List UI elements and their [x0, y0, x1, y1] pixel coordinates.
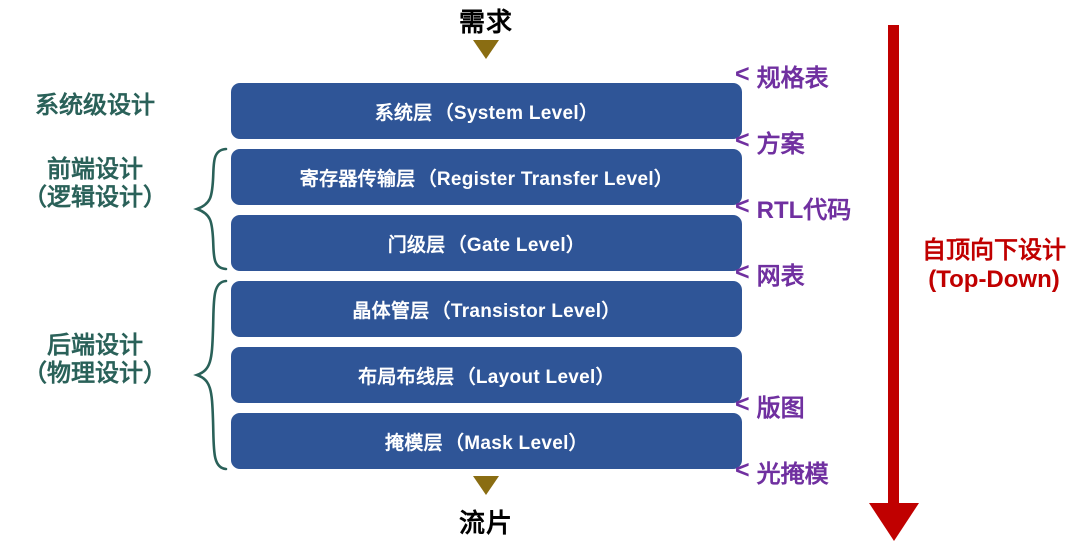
layer-label-cn: 门级层	[387, 234, 446, 256]
layer-box-layout[interactable]: 布局布线层 （Layout Level）	[231, 347, 742, 403]
output-label-text: 网表	[756, 263, 805, 290]
output-label-scheme: < 方案	[735, 124, 805, 159]
stage-label-line1: 后端设计	[47, 332, 143, 359]
layer-label-en: （Layout Level）	[456, 366, 615, 388]
stage-label-line2: （物理设计）	[23, 359, 167, 387]
output-label-text: 方案	[756, 131, 805, 158]
layer-box-transistor[interactable]: 晶体管层 （Transistor Level）	[231, 281, 742, 337]
top-down-caption-en: (Top-Down)	[928, 265, 1060, 293]
layer-label-cn: 布局布线层	[358, 366, 455, 388]
top-down-caption-cn: 自顶向下设计	[922, 237, 1066, 264]
layer-box-rtl[interactable]: 寄存器传输层 （Register Transfer Level）	[231, 149, 742, 205]
layer-label-en: （Transistor Level）	[431, 300, 621, 322]
stage-label-backend: 后端设计 （物理设计）	[0, 332, 190, 388]
layer-label-en: （Gate Level）	[447, 234, 586, 256]
stage-label-frontend: 前端设计 （逻辑设计）	[0, 156, 190, 212]
flow-caption-top: 需求	[458, 7, 513, 37]
layer-box-system[interactable]: 系统层 （System Level）	[231, 83, 742, 139]
stage-label-line1: 系统级设计	[35, 92, 155, 119]
arrow-down-icon	[869, 503, 919, 541]
layer-label-en: （Register Transfer Level）	[417, 168, 674, 190]
output-label-text: 光掩模	[756, 461, 829, 488]
top-down-arrow-shaft	[888, 25, 899, 515]
layer-label-cn: 寄存器传输层	[299, 168, 416, 190]
chevron-left-icon: <	[735, 390, 750, 418]
chevron-left-icon: <	[735, 456, 750, 484]
stage-label-line1: 前端设计	[47, 156, 143, 183]
output-label-text: RTL代码	[756, 197, 852, 224]
stage-label-line2: （逻辑设计）	[23, 183, 167, 211]
output-label-photomask: < 光掩模	[735, 454, 829, 489]
brace-backend	[193, 279, 228, 471]
layer-box-mask[interactable]: 掩模层 （Mask Level）	[231, 413, 742, 469]
flow-caption-bottom: 流片	[458, 508, 513, 538]
stage-label-system-level: 系统级设计	[0, 92, 190, 120]
output-label-rtl-code: < RTL代码	[735, 190, 851, 225]
layer-box-gate[interactable]: 门级层 （Gate Level）	[231, 215, 742, 271]
layer-label-cn: 系统层	[374, 102, 433, 124]
layer-label-cn: 晶体管层	[352, 300, 430, 322]
triangle-down-icon-top	[473, 40, 499, 59]
output-label-layout: < 版图	[735, 388, 805, 423]
layer-label-en: （Mask Level）	[444, 432, 588, 454]
top-down-caption: 自顶向下设计 (Top-Down)	[908, 237, 1080, 295]
output-label-spec: < 规格表	[735, 58, 829, 93]
chevron-left-icon: <	[735, 126, 750, 154]
brace-frontend	[193, 147, 228, 271]
layer-label-en: （System Level）	[434, 102, 599, 124]
output-label-netlist: < 网表	[735, 256, 805, 291]
output-label-text: 规格表	[756, 65, 829, 92]
output-label-text: 版图	[756, 395, 805, 422]
chevron-left-icon: <	[735, 60, 750, 88]
triangle-down-icon-bottom	[473, 476, 499, 495]
chevron-left-icon: <	[735, 192, 750, 220]
layer-label-cn: 掩模层	[385, 432, 443, 454]
chevron-left-icon: <	[735, 258, 750, 286]
